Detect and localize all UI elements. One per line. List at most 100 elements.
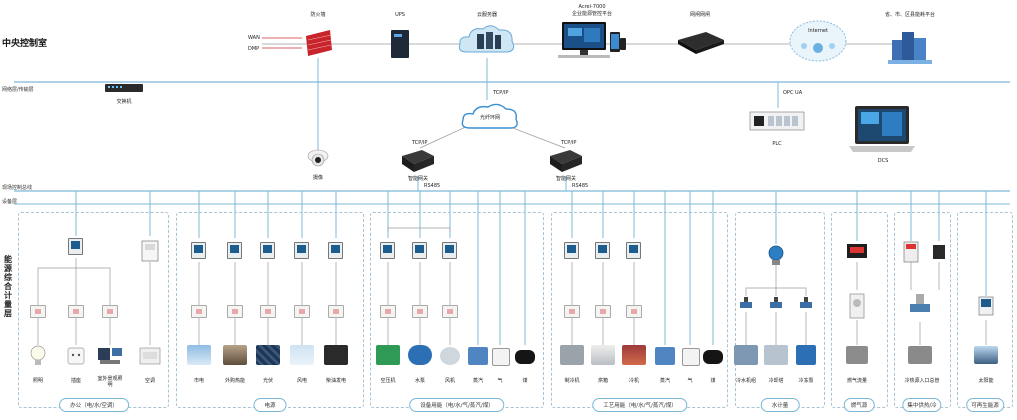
- label-equip-gas: 气: [497, 378, 503, 384]
- label-process-coal: 煤: [710, 378, 716, 384]
- label-equip-steam: 蒸汽: [472, 378, 484, 384]
- gas-photo: [492, 348, 510, 366]
- process-coal-photo: [703, 350, 723, 364]
- dmp-label: DMP: [248, 46, 260, 52]
- power-meter-2: [227, 242, 242, 259]
- label-solar: 太阳能: [978, 378, 994, 384]
- label-air-compressor: 空压机: [380, 378, 396, 384]
- power-meter-3: [260, 242, 275, 259]
- label-socket: 插座: [70, 378, 82, 384]
- group-drop-lines: [75, 191, 987, 345]
- provincial-platform-label: 省、市、区县能耗平台: [884, 12, 936, 18]
- diesel-generator-photo: [324, 345, 348, 365]
- process-breaker-1: [564, 305, 580, 318]
- heat-flowmeter-icon: [910, 294, 930, 312]
- power-meter-5: [328, 242, 343, 259]
- gateway-left-icon: [402, 150, 434, 172]
- tcpip-center-label: TCP/IP: [493, 90, 509, 96]
- tcpip-left-label: TCP/IP: [412, 140, 428, 146]
- socket-icon: [67, 347, 85, 365]
- process-breaker-3: [626, 305, 642, 318]
- label-chiller-unit: 冷水机组: [735, 378, 757, 384]
- platform-name: Acrel-7000: [578, 4, 606, 10]
- heat-meter-icon-1: [903, 241, 919, 263]
- label-cooler: 冷机: [628, 378, 640, 384]
- ring-to-gw-left: [419, 124, 471, 149]
- equip-meter-2: [412, 242, 427, 259]
- label-fan: 风机: [444, 378, 456, 384]
- oven-photo: [591, 345, 615, 365]
- group-label-power: 电源: [253, 398, 287, 412]
- device-layer-label: 设备层: [2, 199, 18, 205]
- pv-meter-icon: [978, 296, 994, 316]
- label-process-gas: 气: [687, 378, 693, 384]
- wind-power-photo: [290, 345, 314, 365]
- central-control-room-title: 中央控制室: [2, 39, 48, 49]
- firewall-label: 防火墙: [310, 12, 326, 18]
- power-meter-1: [191, 242, 206, 259]
- office-breaker-2: [68, 305, 84, 318]
- cloud-server-label: 云服务器: [476, 12, 498, 18]
- gateway-box-icon: [678, 32, 724, 54]
- lightbulb-icon: [30, 345, 46, 365]
- ups-label: UPS: [395, 12, 405, 18]
- gateway-top-label: 网闸网闸: [689, 12, 711, 18]
- fiber-ring-label: 光纤环网: [479, 115, 501, 121]
- coal-photo: [515, 350, 535, 364]
- solar-photo: [974, 346, 998, 364]
- gateway-right-label: 智能网关: [555, 176, 577, 182]
- grid-power-photo: [187, 345, 211, 365]
- camera-icon: [307, 149, 329, 167]
- label-lighting: 照明: [32, 378, 44, 384]
- group-label-office: 办公（电/水/空调）: [59, 398, 129, 412]
- switch-label: 交换机: [116, 99, 132, 105]
- gateway-right-icon: [550, 150, 582, 172]
- power-breaker-5: [328, 305, 344, 318]
- label-oven: 烘箱: [597, 378, 609, 384]
- valve-icon-2: [770, 297, 782, 308]
- tcpip-right-label: TCP/IP: [561, 140, 577, 146]
- platform-monitor-icon: [558, 22, 626, 58]
- process-meter-1: [564, 242, 579, 259]
- heat-meter-icon-2: [933, 245, 945, 259]
- cooling-tower-photo: [764, 345, 788, 365]
- label-cooling-tower: 冷却塔: [768, 378, 784, 384]
- label-wind: 风电: [296, 378, 308, 384]
- fiber-ring-cloud: [461, 103, 518, 129]
- rs485-right-label: RS485: [572, 183, 589, 189]
- ring-to-gw-right: [504, 124, 566, 149]
- label-heat-inlet: 冷热源入口总管: [904, 378, 940, 384]
- group-label-equipment: 设备用能（电/水/气/蒸汽/煤）: [409, 398, 505, 412]
- network-layer-label: 网络层/传输层: [2, 87, 34, 93]
- power-breaker-1: [191, 305, 207, 318]
- equip-breaker-2: [412, 305, 428, 318]
- dcs-laptop-icon: [849, 106, 915, 152]
- plc-icon: [749, 111, 805, 131]
- power-breaker-4: [294, 305, 310, 318]
- group-label-heat: 集中供热/冷: [902, 398, 942, 412]
- process-meter-3: [626, 242, 641, 259]
- label-aircon: 空调: [144, 378, 156, 384]
- process-gas-photo: [682, 348, 700, 366]
- landscape-light-icon: [98, 348, 122, 364]
- group-label-renewable: 可再生能源: [966, 398, 1004, 412]
- group-label-water: 水计量: [760, 398, 800, 412]
- purchased-heat-photo: [223, 345, 247, 365]
- valve-icon-3: [800, 297, 812, 308]
- label-process-steam: 蒸汽: [659, 378, 671, 384]
- opc-label: OPC UA: [783, 90, 803, 96]
- chilled-pump-photo: [796, 345, 816, 365]
- label-pv: 光伏: [262, 378, 274, 384]
- plc-label: PLC: [772, 141, 782, 147]
- valve-icon-1: [740, 297, 752, 308]
- label-grid: 市电: [193, 378, 205, 384]
- air-conditioner-icon: [139, 347, 161, 365]
- wan-arrows: [262, 37, 302, 49]
- chiller-photo: [560, 345, 584, 365]
- process-steam-photo: [655, 347, 675, 365]
- process-breaker-2: [595, 305, 611, 318]
- group-label-gas: 燃气源: [843, 398, 875, 412]
- gateway-left-label: 智能网关: [407, 176, 429, 182]
- cooler-photo: [622, 345, 646, 365]
- equip-meter-1: [380, 242, 395, 259]
